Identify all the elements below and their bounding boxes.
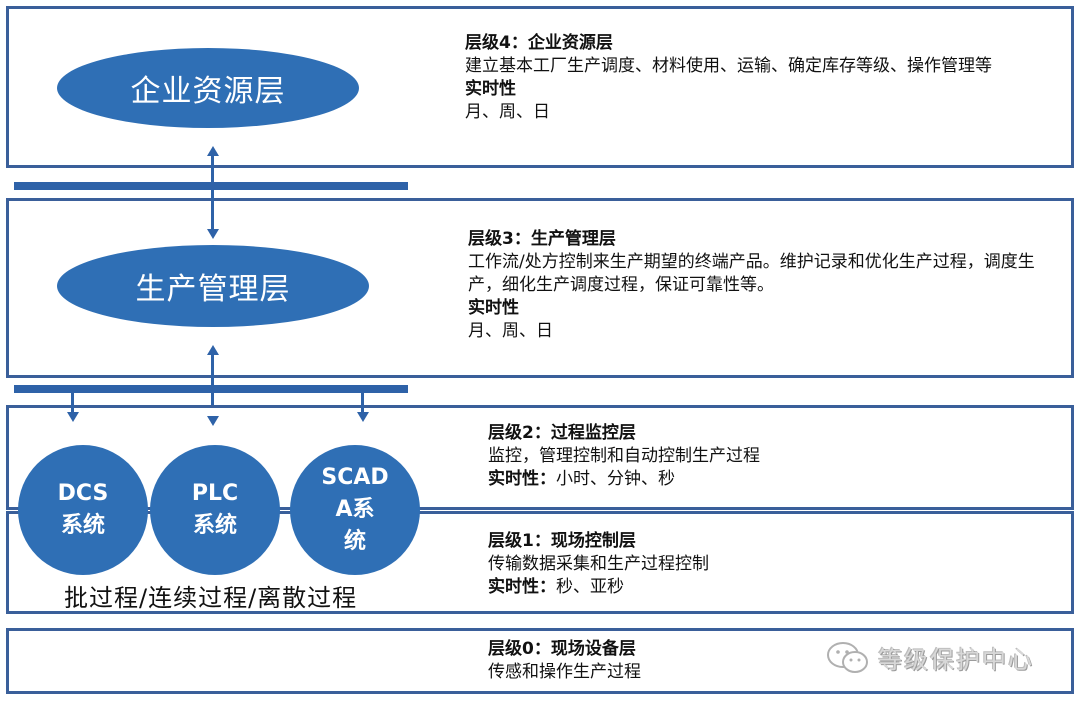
- level4-desc: 层级4：企业资源层 建立基本工厂生产调度、材料使用、运输、确定库存等级、操作管理…: [465, 32, 1040, 124]
- level3-text: 工作流/处方控制来生产期望的终端产品。维护记录和优化生产过程，调度生产，细化生产…: [468, 252, 1035, 295]
- enterprise-ellipse-label: 企业资源层: [130, 74, 286, 109]
- plc-label-2: 系统: [192, 513, 237, 538]
- watermark-text: 等级保护中心: [878, 646, 1034, 674]
- scada-system-circle: SCAD A系 统: [290, 445, 420, 575]
- level3-realtime-label: 实时性: [468, 298, 519, 318]
- arrow-up-icon: [207, 345, 219, 355]
- production-ellipse-label: 生产管理层: [135, 272, 291, 307]
- arrow-up-icon: [207, 146, 219, 156]
- dcs-label: DCS: [57, 481, 109, 506]
- level3-realtime-value: 月、周、日: [468, 321, 553, 341]
- wechat-icon: [827, 641, 868, 673]
- level1-text: 传输数据采集和生产过程控制: [488, 554, 709, 574]
- level2-realtime-label: 实时性：: [488, 469, 556, 489]
- arrow-down-icon: [207, 416, 219, 426]
- level0-text: 传感和操作生产过程: [488, 662, 641, 682]
- arrow-down-icon: [207, 229, 219, 239]
- level0-box: [6, 628, 1074, 694]
- scada-label-3: 统: [343, 529, 366, 554]
- plc-system-circle: PLC 系统: [150, 445, 280, 575]
- dcs-label-2: 系统: [60, 513, 105, 538]
- level4-title: 层级4：企业资源层: [465, 33, 613, 53]
- level1-realtime-label: 实时性：: [488, 577, 556, 597]
- level4-realtime-label: 实时性: [465, 79, 516, 99]
- level3-title: 层级3：生产管理层: [468, 229, 616, 249]
- enterprise-ellipse: 企业资源层: [57, 48, 359, 128]
- level4-realtime-value: 月、周、日: [465, 102, 550, 122]
- level0-desc: 层级0：现场设备层 传感和操作生产过程: [488, 638, 888, 684]
- level2-title: 层级2：过程监控层: [488, 423, 636, 443]
- scada-label: SCAD: [321, 465, 389, 490]
- dcs-system-circle: DCS 系统: [18, 445, 148, 575]
- scada-label-2: A系: [335, 497, 375, 522]
- level3-desc: 层级3：生产管理层 工作流/处方控制来生产期望的终端产品。维护记录和优化生产过程…: [468, 228, 1058, 343]
- connector-bar-scada: [361, 393, 364, 413]
- plc-label: PLC: [191, 481, 239, 506]
- level0-title: 层级0：现场设备层: [488, 639, 636, 659]
- level4-text: 建立基本工厂生产调度、材料使用、运输、确定库存等级、操作管理等: [465, 56, 992, 76]
- arrow-down-icon: [357, 412, 369, 422]
- level1-realtime-value: 秒、亚秒: [556, 577, 624, 597]
- connector-bar-dcs: [71, 393, 74, 413]
- level2-realtime-value: 小时、分钟、秒: [556, 469, 675, 489]
- process-caption: 批过程/连续过程/离散过程: [64, 584, 358, 612]
- level1-desc: 层级1：现场控制层 传输数据采集和生产过程控制 实时性：秒、亚秒: [488, 530, 1058, 599]
- arrow-down-icon: [67, 412, 79, 422]
- level2-desc: 层级2：过程监控层 监控，管理控制和自动控制生产过程 实时性：小时、分钟、秒: [488, 422, 1058, 491]
- level2-text: 监控，管理控制和自动控制生产过程: [488, 446, 760, 466]
- level1-title: 层级1：现场控制层: [488, 531, 636, 551]
- production-ellipse: 生产管理层: [57, 245, 369, 327]
- connector-4-3: [211, 155, 214, 230]
- watermark: 等级保护中心: [826, 640, 1034, 675]
- connector-3-bar: [211, 354, 214, 416]
